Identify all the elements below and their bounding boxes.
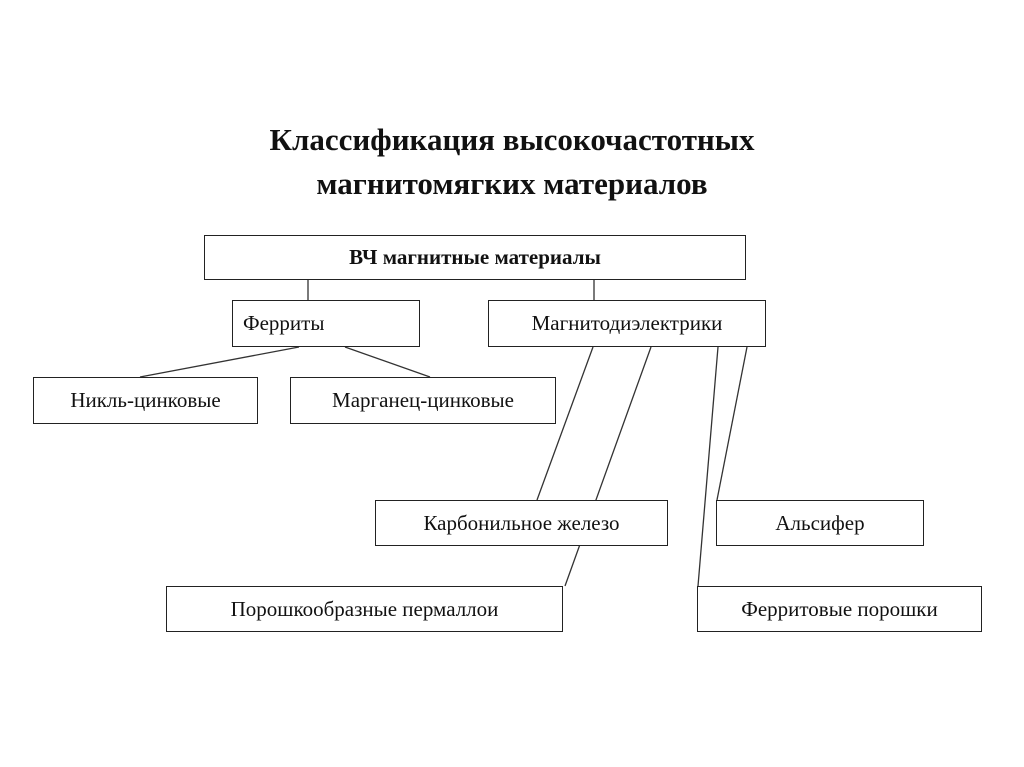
- line-ferrites-nickel: [139, 346, 300, 378]
- node-nickel-zinc: Никль-цинковые: [33, 377, 258, 424]
- line-md-carbonyl: [536, 346, 594, 501]
- node-powder-permalloy: Порошкообразные пермаллои: [166, 586, 563, 632]
- node-ferrites: Ферриты: [232, 300, 420, 347]
- node-magnetodielectrics: Магнитодиэлектрики: [488, 300, 766, 347]
- page-title: Классификация высокочастотных магнитомяг…: [0, 118, 1024, 206]
- node-root: ВЧ магнитные материалы: [204, 235, 746, 280]
- node-manganese-zinc: Марганец-цинковые: [290, 377, 556, 424]
- line-md-permalloy: [564, 346, 652, 587]
- line-md-ferrite-powders: [697, 346, 719, 587]
- node-ferrite-powders: Ферритовые порошки: [697, 586, 982, 632]
- title-line-1: Классификация высокочастотных: [269, 122, 755, 157]
- node-carbonyl-iron: Карбонильное железо: [375, 500, 668, 546]
- line-md-alsifer: [716, 346, 748, 501]
- line-ferrites-manganese: [344, 346, 431, 378]
- node-alsifer: Альсифер: [716, 500, 924, 546]
- title-line-2: магнитомягких материалов: [316, 166, 708, 201]
